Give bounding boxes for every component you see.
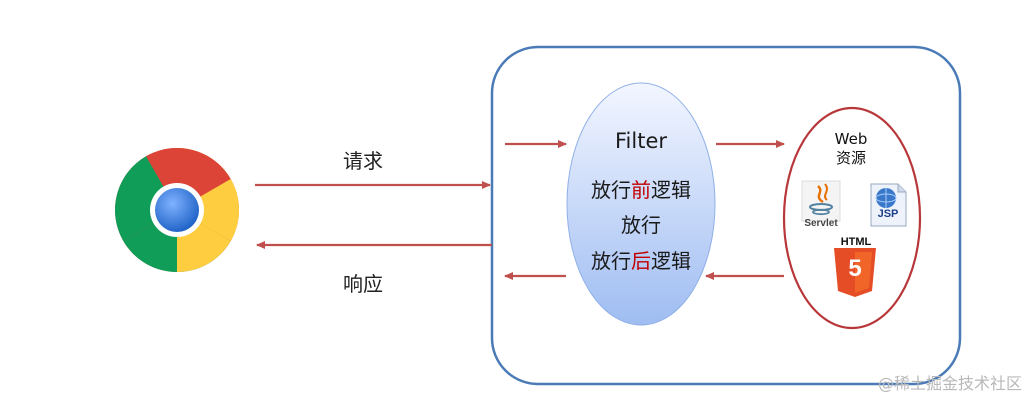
jsp-caption: JSP [877,208,899,220]
request-label: 请求 [343,149,383,173]
filter-line-after-b: 逻辑 [651,249,691,273]
html-caption: HTML [840,236,872,248]
web-title-line1: Web [834,130,868,148]
web-title-line2: 资源 [835,149,866,167]
filter-ellipse [566,82,716,326]
java-servlet-icon [801,180,841,222]
chrome-icon [114,148,240,273]
web-resources-ellipse [782,106,922,330]
filter-line-before-highlight: 前 [631,178,651,202]
server-container [490,45,962,386]
filter-line-after-highlight: 后 [631,249,651,273]
filter-line-before: 放行前逻辑 [567,174,715,203]
filter-line-after-a: 放行 [591,249,631,273]
response-label: 响应 [343,272,383,296]
filter-line-before-b: 逻辑 [651,178,691,202]
filter-line-before-a: 放行 [591,178,631,202]
jsp-icon [870,183,907,227]
html5-badge-number: 5 [848,255,862,282]
watermark: @稀土掘金技术社区 [877,374,1022,393]
filter-title: Filter [614,129,667,153]
web-title: Web 资源 [806,130,896,168]
filter-line-after: 放行后逻辑 [567,245,715,274]
filter-line-pass: 放行 [621,213,661,237]
servlet-caption: Servlet [804,218,838,229]
html5-icon [834,248,876,297]
